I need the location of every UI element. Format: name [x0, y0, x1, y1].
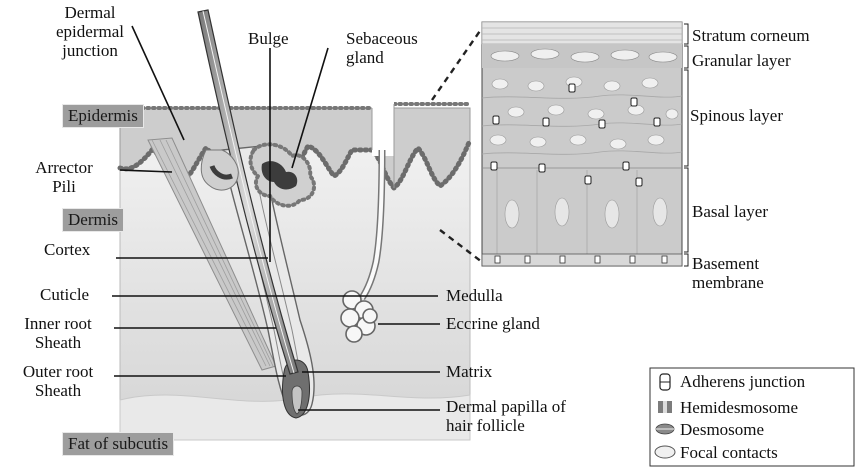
legend-item-desmosome: Desmosome [680, 420, 764, 440]
label-inner-root-sheath: Inner root Sheath [4, 314, 112, 352]
legend-item-adherens-junction: Adherens junction [680, 372, 805, 392]
label-basal-layer: Basal layer [692, 202, 768, 221]
hemidesmosome-icon [658, 401, 672, 413]
label-cortex: Cortex [44, 240, 90, 259]
region-dermis: Dermis [62, 208, 124, 232]
label-eccrine-gland: Eccrine gland [446, 314, 540, 333]
label-spinous-layer: Spinous layer [690, 106, 783, 125]
label-dermal-papilla: Dermal papilla of hair follicle [446, 397, 566, 435]
label-dermal-epidermal-junction: Dermal epidermal junction [38, 3, 142, 60]
label-stratum-corneum: Stratum corneum [692, 26, 810, 45]
label-bulge: Bulge [248, 29, 289, 48]
region-epidermis: Epidermis [62, 104, 144, 128]
label-outer-root-sheath: Outer root Sheath [4, 362, 112, 400]
layer-brackets [684, 24, 688, 266]
label-granular-layer: Granular layer [692, 51, 791, 70]
focal-contacts-icon [655, 446, 675, 458]
legend-item-hemidesmosome: Hemidesmosome [680, 398, 798, 418]
epidermis-enlargement [482, 22, 682, 266]
zoom-guide-top [432, 28, 482, 100]
region-fat-of-subcutis: Fat of subcutis [62, 432, 174, 456]
label-sebaceous-gland: Sebaceous gland [346, 29, 418, 67]
legend-item-focal-contacts: Focal contacts [680, 443, 778, 463]
label-medulla: Medulla [446, 286, 503, 305]
desmosome-icon [656, 424, 674, 434]
label-arrector-pili: Arrector Pili [28, 158, 100, 196]
label-matrix: Matrix [446, 362, 492, 381]
adherens-junction-icon [660, 374, 670, 390]
label-basement-membrane: Basement membrane [692, 254, 764, 292]
label-cuticle: Cuticle [40, 285, 89, 304]
